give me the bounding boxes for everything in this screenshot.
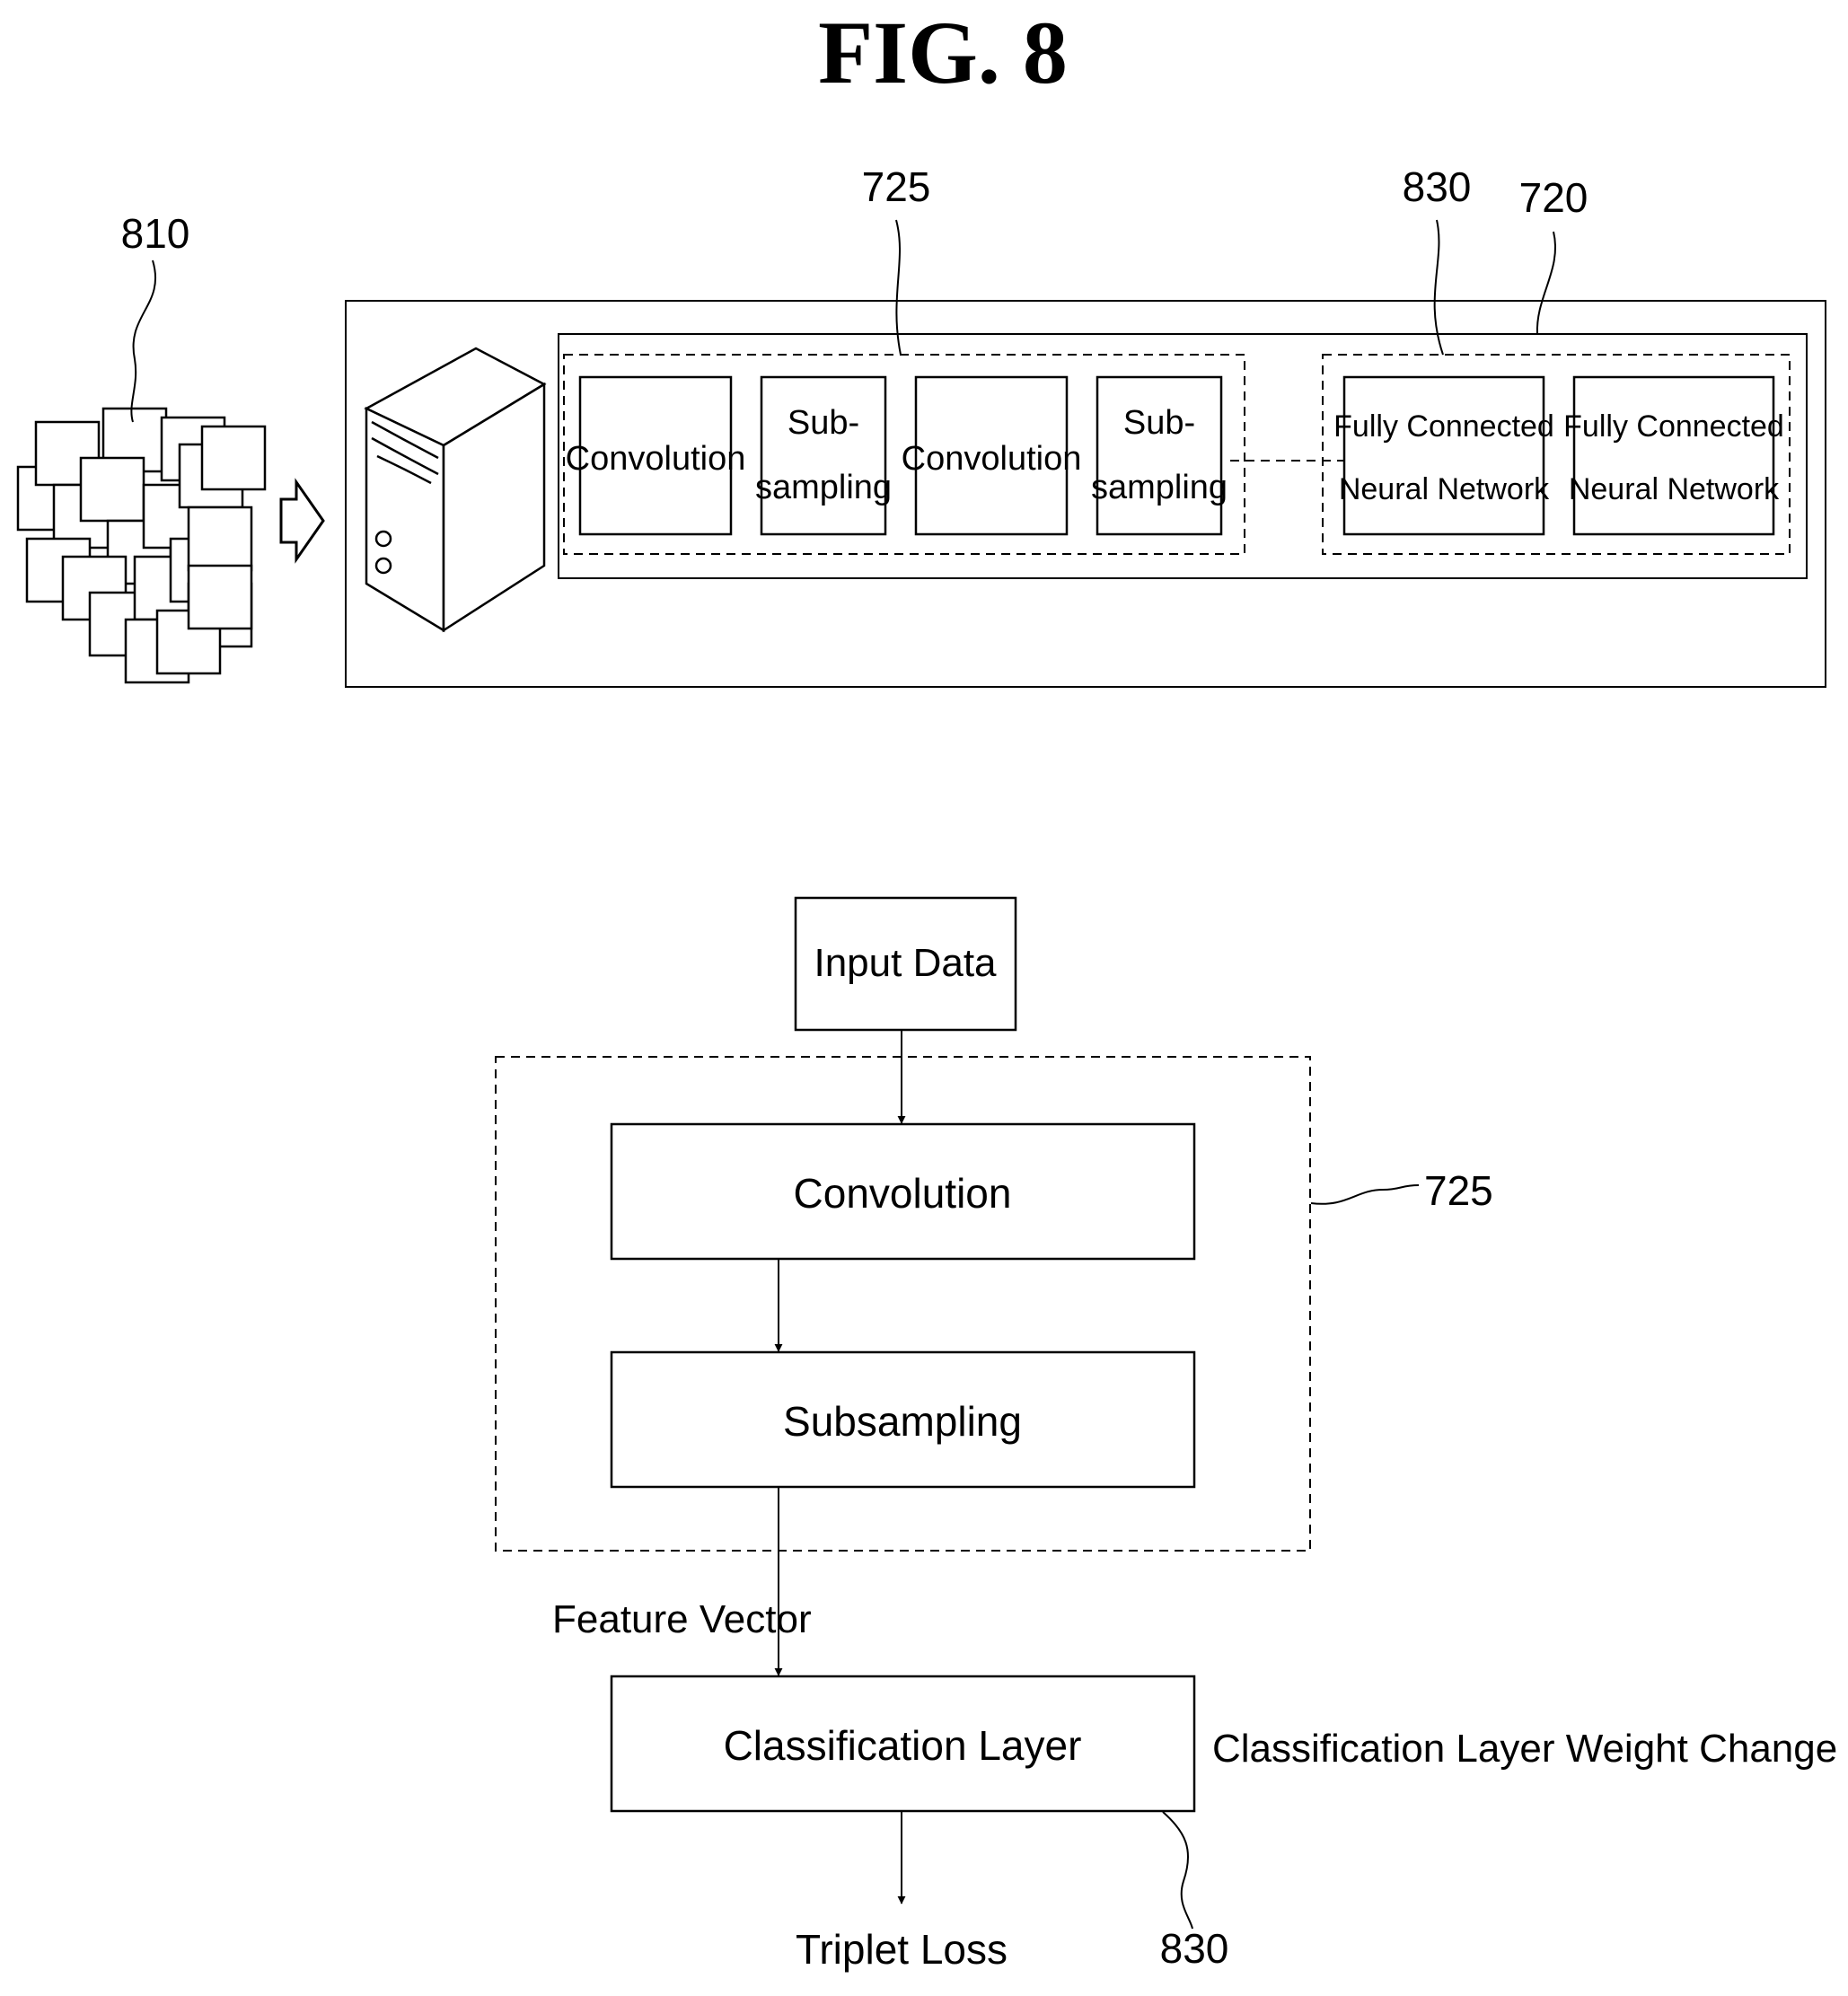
layer-label-fc-2-b: Neural Network xyxy=(1569,472,1780,506)
ref-720-top-leader xyxy=(1537,232,1555,334)
triplet-loss-label: Triplet Loss xyxy=(796,1926,1008,1973)
ref-830-top-label: 830 xyxy=(1403,163,1472,210)
weight-change-label: Classification Layer Weight Change xyxy=(1212,1727,1837,1771)
figure-title: FIG. 8 xyxy=(818,3,1068,102)
ref-720-top-label: 720 xyxy=(1519,174,1588,221)
layer-box-subsampling-1 xyxy=(761,377,885,534)
layer-box-subsampling-2 xyxy=(1097,377,1221,534)
subsampling-label: Subsampling xyxy=(783,1398,1022,1445)
ref-810-label: 810 xyxy=(121,210,190,257)
layer-box-fc-1 xyxy=(1344,377,1544,534)
convolution-label: Convolution xyxy=(794,1170,1012,1217)
layer-label-fc-1-b: Neural Network xyxy=(1339,472,1550,506)
layer-label-convolution-1: Convolution xyxy=(566,440,746,478)
ref-830-bottom-label: 830 xyxy=(1160,1925,1229,1972)
image-stack-icon xyxy=(18,409,265,682)
layer-label-fc-2-a: Fully Connected xyxy=(1563,409,1784,444)
ref-830-bottom-leader xyxy=(1163,1812,1192,1929)
hollow-arrow-icon xyxy=(281,482,323,559)
layer-label-subsampling-1-a: Sub- xyxy=(788,404,859,442)
feature-vector-label: Feature Vector xyxy=(552,1597,812,1641)
layer-label-convolution-2: Convolution xyxy=(902,440,1082,478)
layer-label-fc-1-a: Fully Connected xyxy=(1333,409,1554,444)
ref-725-bottom-label: 725 xyxy=(1424,1167,1493,1214)
ref-810-leader xyxy=(131,260,155,422)
server-icon xyxy=(366,348,544,630)
layer-label-subsampling-1-b: sampling xyxy=(755,469,892,506)
layer-box-fc-2 xyxy=(1574,377,1773,534)
ref-725-top-label: 725 xyxy=(862,163,931,210)
ref-725-bottom-leader xyxy=(1311,1185,1419,1204)
input-data-label: Input Data xyxy=(814,941,997,985)
layer-label-subsampling-2-b: sampling xyxy=(1091,469,1228,506)
classification-layer-label: Classification Layer xyxy=(724,1722,1082,1769)
layer-label-subsampling-2-a: Sub- xyxy=(1123,404,1195,442)
